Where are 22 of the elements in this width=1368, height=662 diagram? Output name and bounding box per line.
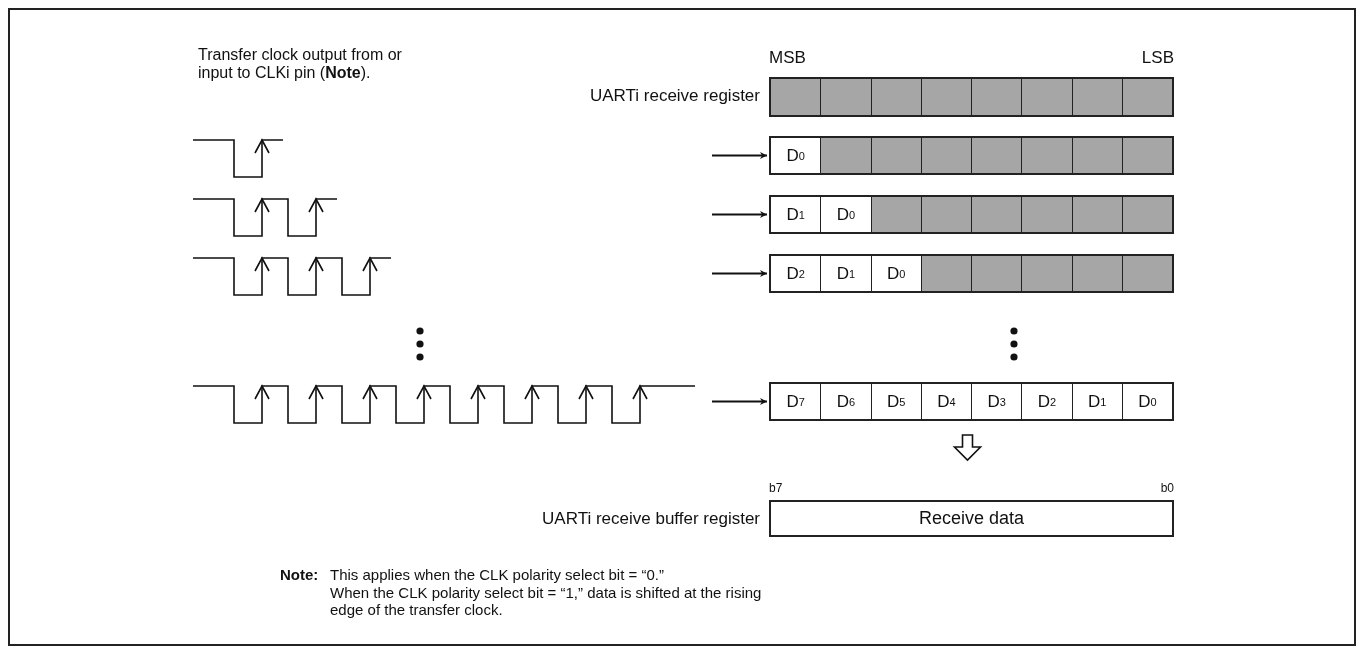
arrow (711, 211, 768, 218)
note-text: When the CLK polarity select bit = “1,” data is shifted at the rising edge of the transfer clock. (330, 584, 763, 619)
arrow (711, 152, 768, 159)
bit-number-label: b7 (769, 482, 783, 496)
register-row (769, 254, 1174, 293)
register-row (769, 195, 1174, 234)
register-name: UARTi receive register (589, 86, 760, 106)
register-name: UARTi receive buffer register (542, 509, 760, 529)
arrow (711, 270, 768, 277)
register-content: Receive data (918, 508, 1025, 529)
transfer-arrow (952, 434, 983, 462)
buffer-register-box (769, 500, 1174, 537)
register-row (769, 382, 1174, 421)
note-text: This applies when the CLK polarity select bit = “0.” (330, 566, 664, 584)
arrow (711, 398, 768, 405)
clock-caption: Transfer clock output from or input to CLKi pin (Note). (198, 46, 403, 83)
bit-number-label: b0 (1160, 482, 1174, 496)
register-row (769, 136, 1174, 175)
note-heading: Note: (280, 566, 319, 584)
bit-order-label: MSB (769, 48, 806, 68)
bit-order-label: LSB (1141, 48, 1174, 68)
register-row (769, 77, 1174, 117)
